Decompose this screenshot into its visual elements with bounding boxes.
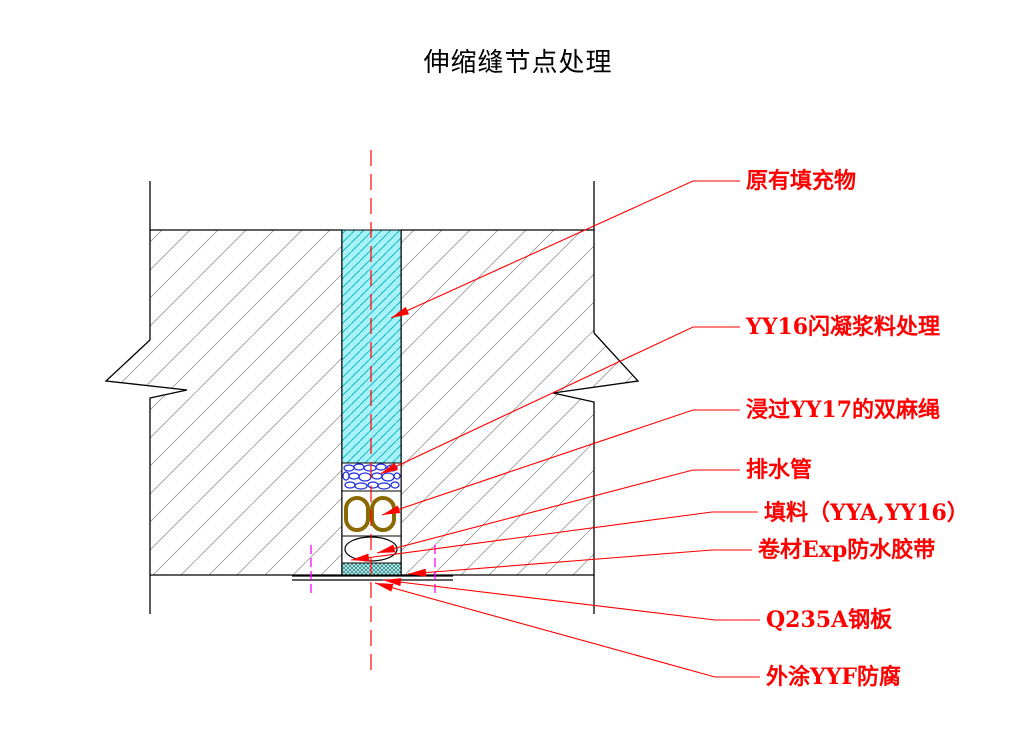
leader-arrow-steel-plate	[383, 578, 402, 587]
aggregate-stone	[393, 472, 401, 480]
aggregate-stone	[390, 481, 400, 489]
leader-line-anticorrosion	[374, 582, 760, 678]
aggregate-stone	[377, 482, 391, 490]
aggregate-stone	[354, 482, 368, 490]
leader-arrow-waterproof-tape	[408, 568, 427, 577]
callout-label-hemp-rope: 浸过YY17的双麻绳	[746, 397, 941, 423]
leader-arrow-drain-pipe	[377, 544, 396, 553]
leader-line-original-filler	[390, 180, 740, 319]
leader-line-waterproof-tape	[407, 549, 752, 575]
leader-arrow-flash-grout	[380, 462, 398, 474]
leader-arrow-filler	[351, 553, 370, 562]
leader-line-steel-plate	[382, 579, 760, 621]
leader-arrow-hemp-rope	[382, 505, 401, 515]
leader-line-drain-pipe	[376, 469, 740, 554]
leader-arrow-anticorrosion	[375, 583, 394, 592]
callout-label-anticorrosion: 外涂YYF防腐	[766, 664, 902, 690]
callout-label-waterproof-tape: 卷材Exp防水胶带	[758, 537, 936, 563]
leader-line-flash-grout	[379, 326, 740, 475]
callout-label-steel-plate: Q235A钢板	[766, 607, 893, 633]
aggregate-stone	[375, 463, 387, 471]
diagram-title: 伸缩缝节点处理	[423, 48, 613, 78]
hemp-rope-left	[344, 496, 370, 532]
leader-line-hemp-rope	[381, 409, 740, 516]
callout-label-filler: 填料（YYA,YY16）	[764, 500, 969, 526]
left-concrete-slab	[104, 229, 343, 576]
right-concrete-slab	[400, 229, 640, 576]
leader-line-filler	[350, 511, 758, 561]
callout-label-flash-grout: YY16闪凝浆料处理	[746, 314, 941, 340]
leader-arrow-original-filler	[391, 306, 410, 318]
callout-label-original-filler: 原有填充物	[746, 168, 857, 194]
hemp-rope-right	[370, 496, 396, 532]
callout-label-drain-pipe: 排水管	[746, 457, 813, 483]
leader-lines	[350, 180, 760, 678]
